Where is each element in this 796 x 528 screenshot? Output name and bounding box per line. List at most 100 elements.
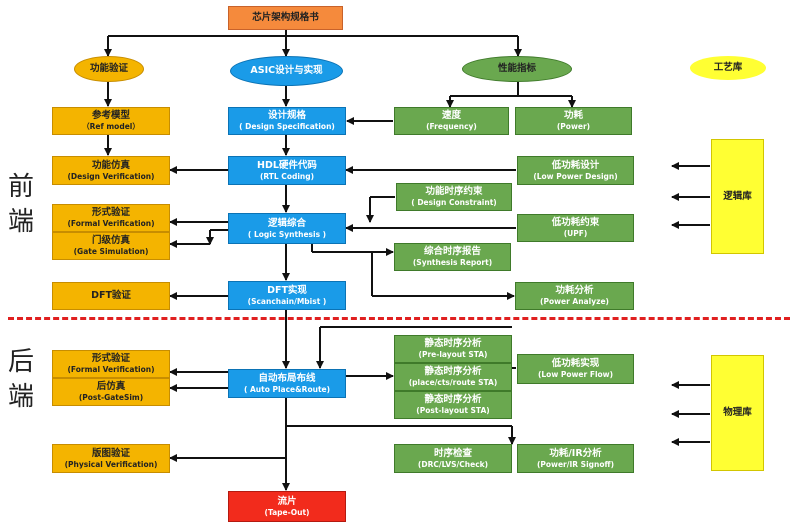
node-title: 后仿真 bbox=[96, 381, 126, 393]
node-subtitle: (Synthesis Report) bbox=[412, 258, 493, 268]
physical-verification-box: 版图验证 (Physical Verification) bbox=[52, 444, 170, 473]
front-back-divider bbox=[8, 317, 790, 320]
ref-model-box: 参考模型 （Ref model） bbox=[52, 107, 170, 135]
node-title: DFT实现 bbox=[267, 284, 307, 296]
tapeout-box: 流片 (Tape-Out) bbox=[228, 491, 346, 522]
node-title: 速度 bbox=[441, 110, 461, 122]
pre-layout-sta-box: 静态时序分析 (Pre-layout STA) bbox=[394, 335, 512, 363]
node-title: 逻辑综合 bbox=[267, 217, 306, 229]
category-performance: 性能指标 bbox=[462, 56, 572, 82]
node-title: 形式验证 bbox=[91, 353, 130, 365]
physical-library-box: 物理库 bbox=[711, 355, 764, 471]
node-title: DFT验证 bbox=[91, 290, 131, 302]
logic-library-box: 逻辑库 bbox=[711, 139, 764, 254]
power-ir-signoff-box: 功耗/IR分析 (Power/IR Signoff) bbox=[517, 444, 634, 473]
backend-char-2: 端 bbox=[8, 382, 35, 413]
node-subtitle: (UPF) bbox=[563, 229, 588, 239]
category-label: 性能指标 bbox=[497, 63, 536, 75]
dft-box: DFT实现 (Scanchain/Mbist ) bbox=[228, 281, 346, 310]
node-title: 流片 bbox=[277, 495, 297, 507]
node-title: 门级仿真 bbox=[91, 235, 130, 247]
frontend-label: 前 端 bbox=[8, 170, 34, 240]
node-title: 设计规格 bbox=[267, 110, 306, 122]
node-title: 静态时序分析 bbox=[424, 338, 482, 350]
node-title: 静态时序分析 bbox=[424, 366, 482, 378]
node-subtitle: （Ref model） bbox=[82, 122, 140, 132]
post-layout-sta-box: 静态时序分析 (Post-layout STA) bbox=[394, 391, 512, 419]
node-subtitle: (DRC/LVS/Check) bbox=[417, 459, 489, 469]
dft-verification-box: DFT验证 bbox=[52, 282, 170, 310]
node-subtitle: (Power) bbox=[556, 122, 591, 132]
node-subtitle: (Post-layout STA) bbox=[416, 406, 490, 416]
node-subtitle: (Gate Simulation) bbox=[73, 247, 149, 257]
power-box: 功耗 (Power) bbox=[515, 107, 632, 135]
category-label: 功能验证 bbox=[89, 63, 128, 75]
node-subtitle: ( Auto Place&Route) bbox=[243, 384, 331, 394]
category-functional-verification: 功能验证 bbox=[74, 56, 144, 82]
power-analyze-box: 功耗分析 (Power Analyze) bbox=[515, 282, 634, 310]
formal-verification-box: 形式验证 (Formal Verification) bbox=[52, 204, 170, 232]
chip-architecture-spec: 芯片架构规格书 bbox=[228, 6, 343, 30]
node-title: 功耗分析 bbox=[555, 285, 594, 297]
low-power-flow-box: 低功耗实现 (Low Power Flow) bbox=[517, 354, 634, 384]
node-title: 时序检查 bbox=[433, 447, 472, 459]
node-subtitle: (Physical Verification) bbox=[64, 459, 158, 469]
node-title: 功能时序约束 bbox=[425, 186, 483, 198]
node-subtitle: (Scanchain/Mbist ) bbox=[247, 296, 327, 306]
node-title: 低功耗约束 bbox=[551, 217, 600, 229]
node-subtitle: ( Design Specification) bbox=[239, 122, 335, 132]
node-title: 静态时序分析 bbox=[424, 394, 482, 406]
node-title: 功耗 bbox=[563, 110, 583, 122]
node-subtitle: (RTL Coding) bbox=[259, 171, 315, 181]
node-subtitle: (Formal Verification) bbox=[67, 219, 155, 229]
node-title: 功耗/IR分析 bbox=[549, 447, 602, 459]
place-route-box: 自动布局布线 ( Auto Place&Route) bbox=[228, 369, 346, 398]
node-title: 物理库 bbox=[723, 407, 752, 419]
node-title: 参考模型 bbox=[91, 110, 130, 122]
node-subtitle: (Formal Verification) bbox=[67, 365, 155, 375]
speed-box: 速度 (Frequency) bbox=[394, 107, 509, 135]
node-subtitle: ( Design Constraint) bbox=[411, 198, 497, 208]
rtl-coding-box: HDL硬件代码 (RTL Coding) bbox=[228, 156, 346, 185]
node-subtitle: (Frequency) bbox=[426, 122, 477, 132]
logic-synthesis-box: 逻辑综合 ( Logic Synthesis ) bbox=[228, 213, 346, 244]
design-verification-box: 功能仿真 (Design Verification) bbox=[52, 156, 170, 185]
design-constraint-box: 功能时序约束 ( Design Constraint) bbox=[396, 183, 512, 211]
node-title: 逻辑库 bbox=[723, 190, 752, 202]
node-subtitle: (Design Verification) bbox=[67, 171, 155, 181]
node-title: 版图验证 bbox=[91, 447, 130, 459]
node-title: 低功耗设计 bbox=[551, 159, 600, 171]
frontend-char-1: 前 bbox=[8, 172, 35, 202]
node-subtitle: (Tape-Out) bbox=[264, 507, 310, 517]
frontend-char-2: 端 bbox=[8, 207, 35, 238]
category-label: ASIC设计与实现 bbox=[250, 65, 323, 77]
node-title: HDL硬件代码 bbox=[257, 159, 317, 171]
place-cts-route-sta-box: 静态时序分析 (place/cts/route STA) bbox=[394, 363, 512, 391]
title-text: 芯片架构规格书 bbox=[252, 12, 319, 24]
low-power-design-box: 低功耗设计 (Low Power Design) bbox=[517, 156, 634, 185]
synthesis-report-box: 综合时序报告 (Synthesis Report) bbox=[394, 243, 511, 271]
category-process-library: 工艺库 bbox=[690, 56, 766, 80]
node-title: 功能仿真 bbox=[91, 159, 130, 171]
node-subtitle: (place/cts/route STA) bbox=[408, 378, 498, 388]
category-label: 工艺库 bbox=[713, 62, 743, 74]
drc-lvs-check-box: 时序检查 (DRC/LVS/Check) bbox=[394, 444, 512, 473]
node-subtitle: (Pre-layout STA) bbox=[418, 350, 488, 360]
node-title: 自动布局布线 bbox=[258, 372, 316, 384]
design-spec-box: 设计规格 ( Design Specification) bbox=[228, 107, 346, 135]
node-subtitle: (Low Power Flow) bbox=[537, 370, 614, 380]
node-title: 综合时序报告 bbox=[423, 246, 481, 258]
post-sim-box: 后仿真 (Post-GateSim) bbox=[52, 378, 170, 406]
formal-verification-backend-box: 形式验证 (Formal Verification) bbox=[52, 350, 170, 378]
node-subtitle: (Low Power Design) bbox=[533, 171, 618, 181]
category-asic-design: ASIC设计与实现 bbox=[230, 56, 343, 86]
node-title: 低功耗实现 bbox=[551, 358, 600, 370]
gate-simulation-box: 门级仿真 (Gate Simulation) bbox=[52, 232, 170, 260]
low-power-constraint-box: 低功耗约束 (UPF) bbox=[517, 214, 634, 242]
node-subtitle: (Post-GateSim) bbox=[78, 393, 144, 403]
backend-char-1: 后 bbox=[8, 347, 35, 377]
node-subtitle: (Power/IR Signoff) bbox=[536, 459, 615, 469]
node-subtitle: ( Logic Synthesis ) bbox=[247, 229, 327, 239]
backend-label: 后 端 bbox=[8, 345, 34, 415]
